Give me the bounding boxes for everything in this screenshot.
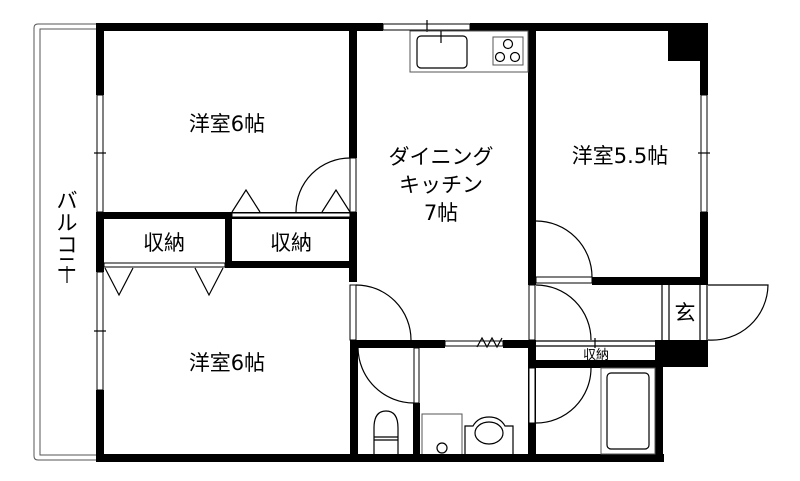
room-label-dk-line3: 7帖 xyxy=(424,201,458,225)
storage-label-right: 収納 xyxy=(270,231,312,255)
stove-icon xyxy=(492,36,524,66)
svg-text:コ: コ xyxy=(57,233,78,257)
room-label-western-top: 洋室6帖 xyxy=(189,112,265,136)
balcony xyxy=(33,23,97,461)
windows xyxy=(94,20,710,391)
storage-label-hall: 収納 xyxy=(583,348,609,363)
room-label-western-right: 洋室5.5帖 xyxy=(572,144,668,168)
kitchen-counter xyxy=(409,30,529,73)
room-label-dk-line2: キッチン xyxy=(399,173,483,197)
toilet-icon xyxy=(373,410,399,455)
room-label-dk-line1: ダイニング xyxy=(389,145,494,169)
washbasin-icon xyxy=(464,416,514,454)
walls xyxy=(96,23,708,462)
svg-text:バ: バ xyxy=(57,189,78,213)
svg-text:ル: ル xyxy=(57,211,78,235)
room-label-western-bottom: 洋室6帖 xyxy=(189,351,265,375)
storage-label-left: 収納 xyxy=(143,231,185,255)
entrance-label: 玄 xyxy=(675,301,696,325)
doors xyxy=(103,157,769,424)
balcony-label: バ ル コ ニ xyxy=(57,189,78,283)
svg-text:ニ: ニ xyxy=(57,253,78,277)
washing-machine-pan-icon xyxy=(421,413,463,454)
bathtub-icon xyxy=(600,367,656,455)
